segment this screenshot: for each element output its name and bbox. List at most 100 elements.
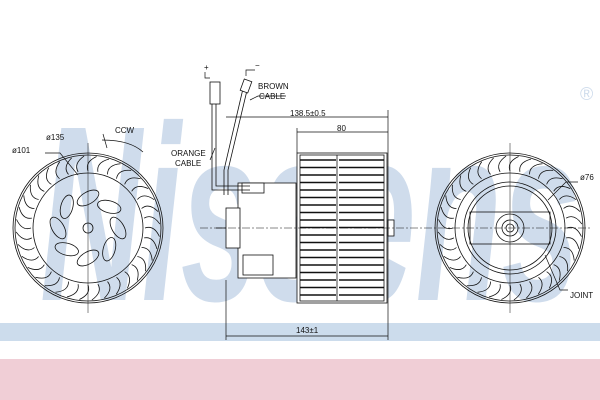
fan-blade	[468, 167, 474, 185]
inner-diameter-label: ø101	[12, 146, 31, 155]
fan-blade	[143, 216, 161, 225]
fan-blade	[55, 161, 61, 179]
wheel-width-label: 80	[337, 124, 346, 133]
fan-blade	[141, 205, 159, 212]
fan-blade	[487, 157, 494, 175]
dimension-lines	[45, 69, 578, 340]
fan-blade	[498, 155, 507, 173]
fan-blade	[553, 186, 571, 192]
blue-band	[0, 323, 600, 341]
fan-blade	[437, 231, 455, 240]
fan-blade	[29, 184, 39, 200]
fan-blade	[439, 244, 457, 251]
fan-blade	[526, 281, 533, 299]
fan-blade	[477, 281, 491, 293]
fan-blade	[131, 264, 139, 281]
fan-blade	[27, 264, 45, 270]
fan-blade	[546, 271, 552, 289]
fan-blade	[79, 284, 90, 300]
fan-blade	[86, 156, 97, 172]
hub-vane	[109, 216, 127, 240]
fan-front-view	[12, 143, 164, 313]
brown-cable-label: BROWN	[258, 82, 289, 91]
fan-blade	[76, 155, 85, 173]
fan-blade	[131, 186, 149, 192]
hub-vane	[49, 216, 67, 240]
fan-blade	[459, 175, 467, 192]
fan-blade	[538, 169, 554, 179]
fan-blade	[137, 195, 155, 201]
fan-blade	[97, 158, 110, 172]
fan-blade	[449, 264, 467, 270]
overall-length-label: 143±1	[296, 326, 319, 335]
fan-blade	[144, 226, 160, 237]
fan-blade	[440, 206, 454, 219]
fan-blade	[513, 283, 522, 301]
hub-vane	[54, 242, 79, 257]
joint-label: JOINT	[570, 291, 593, 300]
fan-blade	[21, 255, 39, 261]
fan-blade	[37, 175, 45, 192]
rotation-label: CCW	[115, 126, 135, 135]
minus-terminal-label: −	[255, 61, 260, 70]
fan-blade	[563, 205, 581, 212]
fan-blade	[15, 231, 33, 240]
fan-blade	[488, 284, 501, 298]
fan-blade	[519, 158, 532, 172]
brown-cable-label-2: CABLE	[259, 92, 285, 101]
fan-blade	[115, 277, 121, 295]
fan-blade	[17, 244, 35, 251]
orange-cable-label: ORANGE	[171, 149, 206, 158]
fan-blade	[124, 271, 130, 289]
motor-diameter-label: ø76	[580, 173, 594, 182]
fan-blade	[477, 161, 483, 179]
hub-vane	[59, 194, 74, 219]
hub-vane	[76, 189, 100, 207]
fan-blade	[566, 237, 580, 250]
fan-blade	[65, 157, 72, 175]
fan-blade	[508, 156, 519, 172]
fan-blade	[141, 247, 153, 261]
fan-blade	[18, 206, 32, 219]
fan-blade	[559, 195, 577, 201]
fan-blade	[137, 256, 147, 272]
plus-terminal-label: +	[204, 63, 209, 72]
fan-blade	[501, 284, 512, 300]
fan-blade	[559, 256, 569, 272]
pink-band	[0, 359, 600, 400]
registered-mark: ®	[580, 84, 593, 104]
fan-blade	[91, 283, 100, 301]
fan-blade	[44, 277, 60, 287]
total-length-label: 138.5±0.5	[290, 109, 326, 118]
fan-blade	[546, 177, 563, 185]
fan-blade	[443, 255, 461, 261]
hub-vane	[97, 199, 122, 214]
fan-blade	[46, 167, 52, 185]
outer-diameter-label: ø135	[46, 133, 65, 142]
fan-blade	[457, 271, 474, 279]
fan-blade	[16, 219, 32, 230]
fan-blade	[116, 169, 132, 179]
fan-blade	[563, 247, 575, 261]
fan-blade	[35, 271, 52, 279]
fan-blade	[107, 163, 121, 175]
fan-blade	[438, 219, 454, 230]
fan-blade	[55, 281, 69, 293]
fan-blade	[66, 284, 79, 298]
fan-blade	[124, 177, 141, 185]
fan-blade	[537, 277, 543, 295]
fan-blade	[553, 264, 561, 281]
fan-blade	[144, 237, 158, 250]
fan-blade	[529, 163, 543, 175]
hub-vane	[102, 237, 117, 262]
fan-blade	[451, 184, 461, 200]
orange-cable-label-2: CABLE	[175, 159, 201, 168]
fan-blade	[566, 226, 582, 237]
fan-blade	[445, 195, 457, 209]
fan-blade	[466, 277, 482, 287]
hub-vane	[76, 249, 100, 267]
fan-blade	[23, 195, 35, 209]
fan-blade	[565, 216, 583, 225]
